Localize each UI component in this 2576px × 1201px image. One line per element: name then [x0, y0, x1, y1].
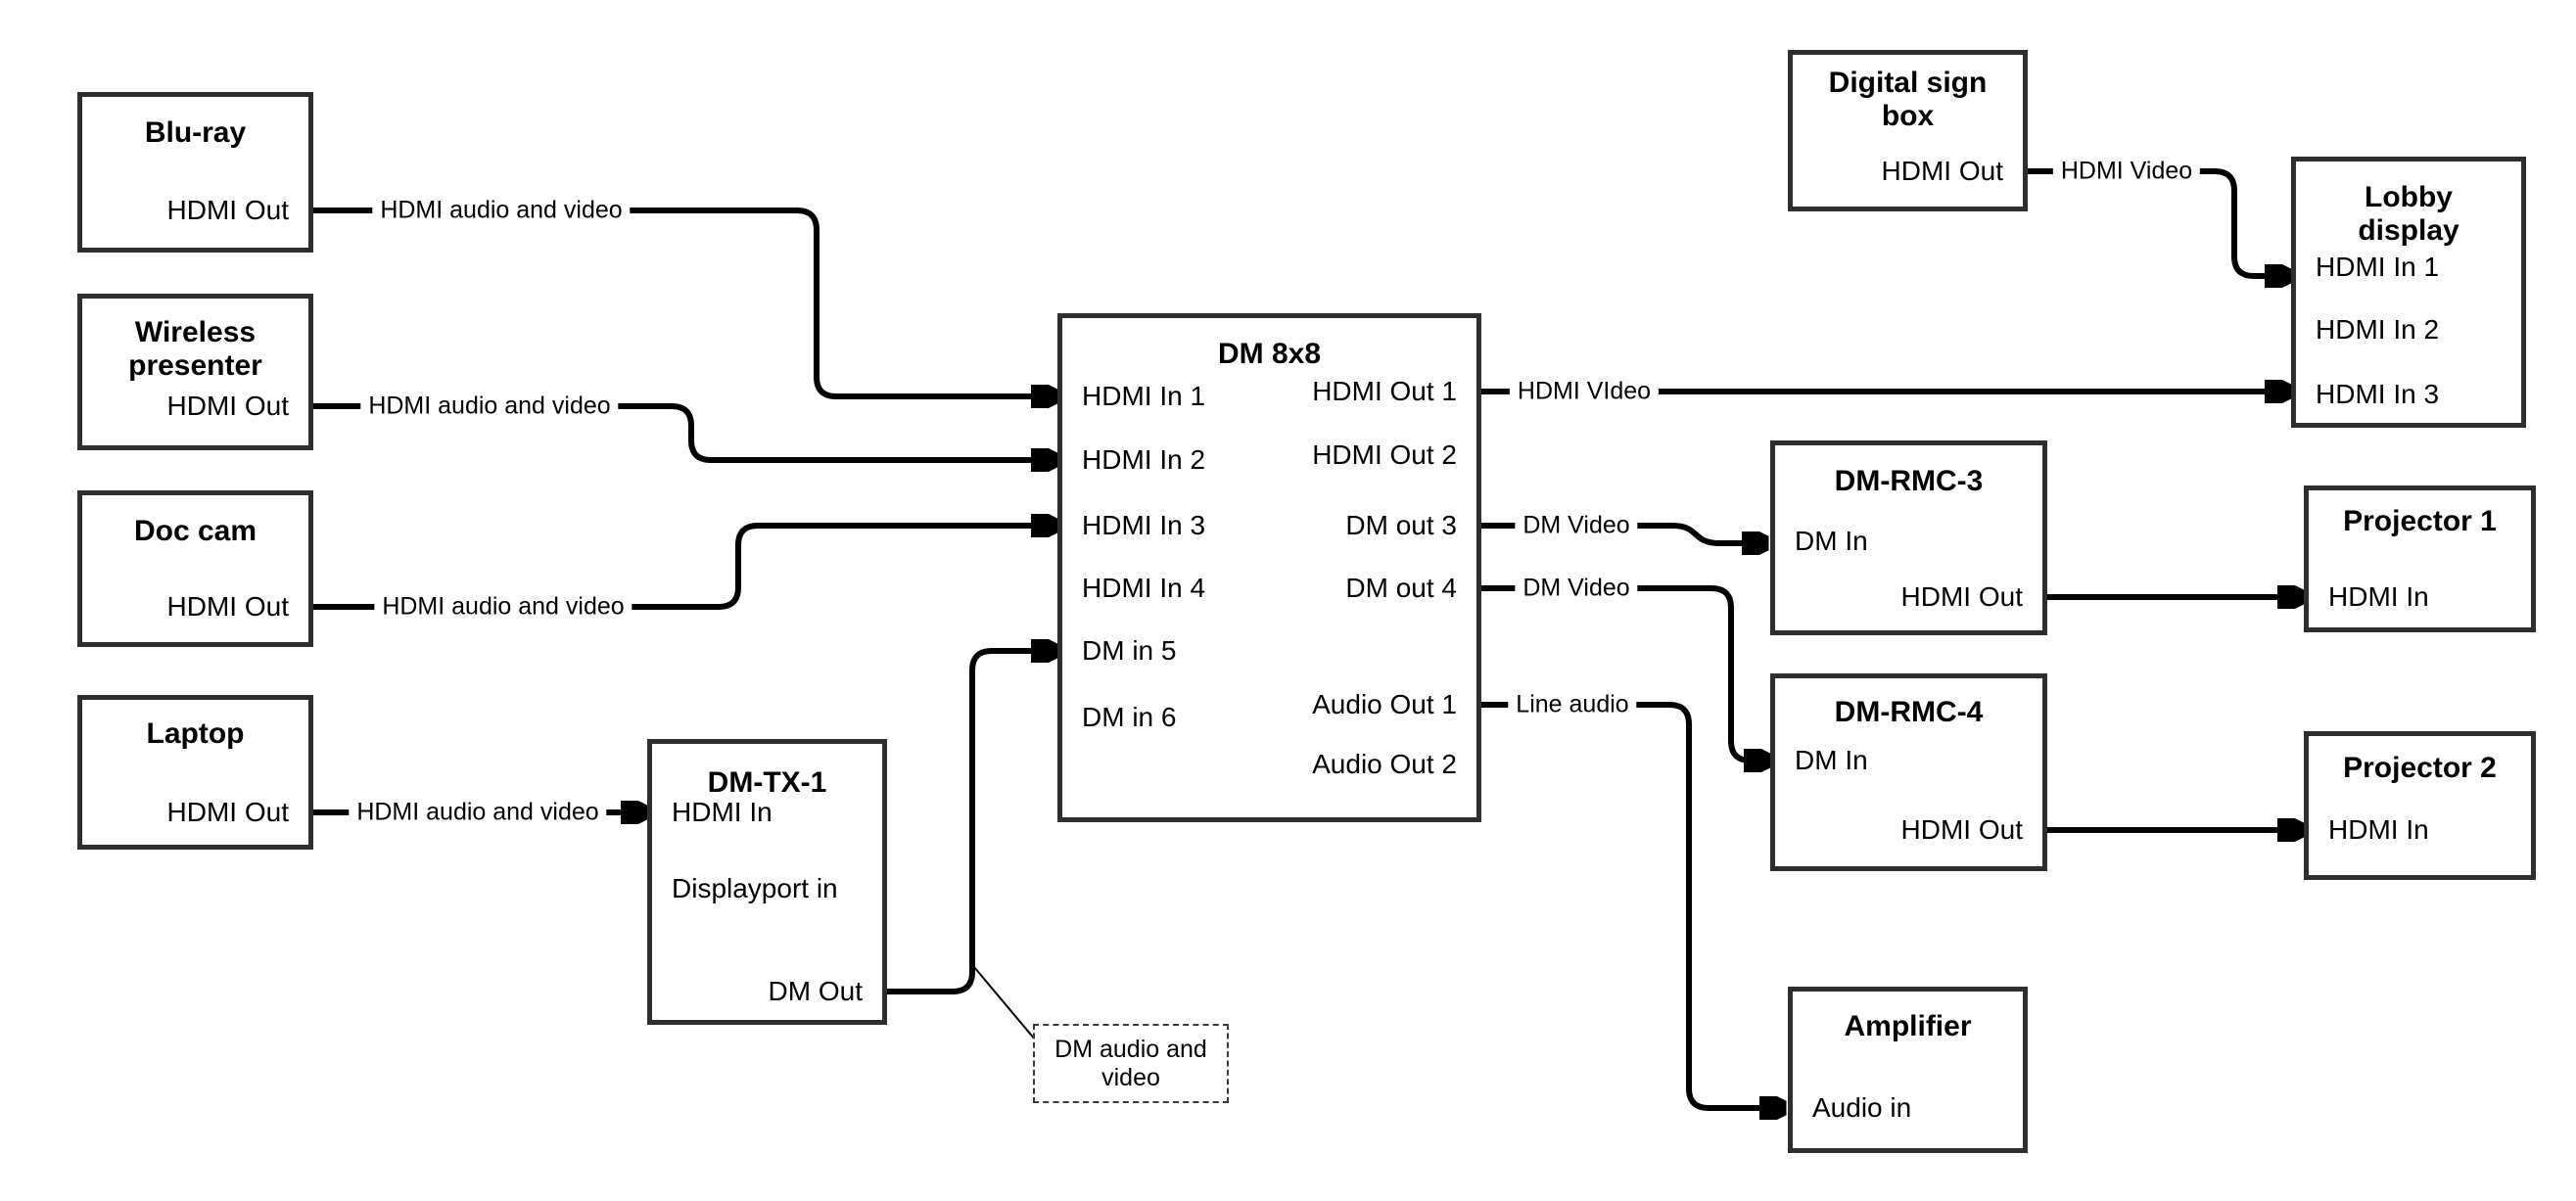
wire-dm8x8-dm-out-4-to-rmc4-dm-in — [1481, 585, 1764, 761]
port-wireless-hdmi-out: HDMI Out — [166, 391, 289, 421]
node-wireless-presenter-title: Wireless presenter — [128, 316, 262, 382]
node-dm-tx-1: DM-TX-1 HDMI In Displayport in DM Out — [647, 739, 887, 1025]
node-digital-sign-box: Digital sign box HDMI Out — [1788, 50, 2028, 211]
wire-label-wireless-hdmi-av: HDMI audio and video — [360, 392, 619, 421]
node-lobby-display-title: Lobby display — [2358, 181, 2459, 247]
wire-label-doccam-hdmi-av: HDMI audio and video — [374, 592, 632, 622]
port-dm8x8-dm-in-5: DM in 5 — [1082, 635, 1177, 666]
node-amplifier: Amplifier Audio in — [1788, 987, 2028, 1153]
port-digisign-hdmi-out: HDMI Out — [1881, 156, 2003, 186]
port-lobby-hdmi-in-1: HDMI In 1 — [2316, 252, 2440, 282]
port-dmtx1-hdmi-in: HDMI In — [672, 797, 773, 827]
wire-label-line-audio: Line audio — [1508, 690, 1637, 719]
wire-label-hdmi-video-out1: HDMI VIdeo — [1509, 377, 1660, 406]
wire-dm8x8-dm-out-3-to-rmc3-dm-in — [1481, 523, 1762, 543]
port-lobby-hdmi-in-2: HDMI In 2 — [2316, 314, 2440, 345]
port-dm8x8-dm-in-6: DM in 6 — [1082, 702, 1177, 732]
node-doc-cam-title: Doc cam — [133, 515, 258, 547]
port-dm8x8-hdmi-in-1: HDMI In 1 — [1082, 381, 1206, 411]
port-rmc3-hdmi-out: HDMI Out — [1900, 581, 2023, 612]
port-lobby-hdmi-in-3: HDMI In 3 — [2316, 379, 2440, 409]
port-dmtx1-dm-out: DM Out — [768, 976, 863, 1006]
port-rmc3-dm-in: DM In — [1795, 526, 1868, 556]
node-dm-rmc-3: DM-RMC-3 DM In HDMI Out — [1770, 440, 2047, 635]
wire-label-bluray-hdmi-av: HDMI audio and video — [372, 196, 631, 225]
port-doccam-hdmi-out: HDMI Out — [166, 591, 289, 622]
port-dm8x8-hdmi-out-1: HDMI Out 1 — [1312, 376, 1457, 406]
wire-dm8x8-audio-out-1-to-amplifier — [1481, 702, 1780, 1108]
port-dm8x8-dm-out-4: DM out 4 — [1345, 573, 1457, 603]
node-projector-1: Projector 1 HDMI In — [2304, 485, 2536, 632]
node-dm-rmc-4: DM-RMC-4 DM In HDMI Out — [1770, 673, 2047, 871]
node-dm-rmc-4-title: DM-RMC-4 — [1834, 696, 1984, 728]
wire-bluray-to-dm8x8-hdmi-in-1 — [313, 208, 1052, 396]
port-dm8x8-audio-out-1: Audio Out 1 — [1312, 689, 1457, 719]
port-dm8x8-audio-out-2: Audio Out 2 — [1312, 749, 1457, 779]
node-dm-8x8: DM 8x8 HDMI In 1 HDMI In 2 HDMI In 3 HDM… — [1057, 313, 1481, 822]
wire-label-dm-video-out3: DM Video — [1515, 511, 1638, 540]
wire-label-dm-video-out4: DM Video — [1515, 574, 1638, 603]
node-amplifier-title: Amplifier — [1844, 1010, 1972, 1042]
wire-dmtx1-dm-out-to-dm8x8-dm-in-5 — [887, 651, 1052, 994]
port-dm8x8-hdmi-in-2: HDMI In 2 — [1082, 444, 1206, 475]
node-wireless-presenter: Wireless presenter HDMI Out — [77, 294, 313, 450]
port-projector1-hdmi-in: HDMI In — [2328, 581, 2429, 612]
node-dm-rmc-3-title: DM-RMC-3 — [1834, 465, 1984, 497]
node-projector-1-title: Projector 1 — [2343, 505, 2497, 537]
node-digital-sign-box-title: Digital sign box — [1828, 67, 1988, 132]
wire-wireless-to-dm8x8-hdmi-in-2 — [313, 403, 1052, 460]
node-bluray: Blu-ray HDMI Out — [77, 92, 313, 253]
port-bluray-hdmi-out: HDMI Out — [166, 195, 289, 225]
port-dm8x8-hdmi-in-3: HDMI In 3 — [1082, 510, 1206, 540]
node-doc-cam: Doc cam HDMI Out — [77, 490, 313, 647]
node-laptop: Laptop HDMI Out — [77, 695, 313, 850]
node-projector-2: Projector 2 HDMI In — [2304, 731, 2536, 880]
port-dm8x8-hdmi-out-2: HDMI Out 2 — [1312, 439, 1457, 470]
wire-doccam-to-dm8x8-hdmi-in-3 — [313, 526, 1052, 610]
wire-label-digisign-hdmi-video: HDMI Video — [2052, 157, 2201, 186]
node-dm-8x8-title: DM 8x8 — [1217, 338, 1322, 370]
port-rmc4-dm-in: DM In — [1795, 745, 1868, 775]
node-laptop-title: Laptop — [146, 717, 245, 750]
wire-digisign-to-lobby-hdmi-in-1 — [2028, 168, 2285, 276]
node-projector-2-title: Projector 2 — [2343, 752, 2497, 784]
port-dm8x8-dm-out-3: DM out 3 — [1345, 510, 1457, 540]
wire-label-laptop-hdmi-av: HDMI audio and video — [349, 798, 607, 827]
node-dm-tx-1-title: DM-TX-1 — [707, 766, 827, 799]
node-lobby-display: Lobby display HDMI In 1 HDMI In 2 HDMI I… — [2291, 157, 2526, 428]
note-leader-line — [973, 966, 1036, 1040]
node-bluray-title: Blu-ray — [144, 116, 247, 149]
port-amplifier-audio-in: Audio in — [1812, 1092, 1912, 1123]
port-rmc4-hdmi-out: HDMI Out — [1900, 814, 2023, 845]
port-laptop-hdmi-out: HDMI Out — [166, 797, 289, 827]
port-projector2-hdmi-in: HDMI In — [2328, 814, 2429, 845]
note-dm-audio-and-video: DM audio and video — [1033, 1024, 1229, 1103]
port-dmtx1-displayport-in: Displayport in — [672, 873, 838, 903]
port-dm8x8-hdmi-in-4: HDMI In 4 — [1082, 573, 1206, 603]
